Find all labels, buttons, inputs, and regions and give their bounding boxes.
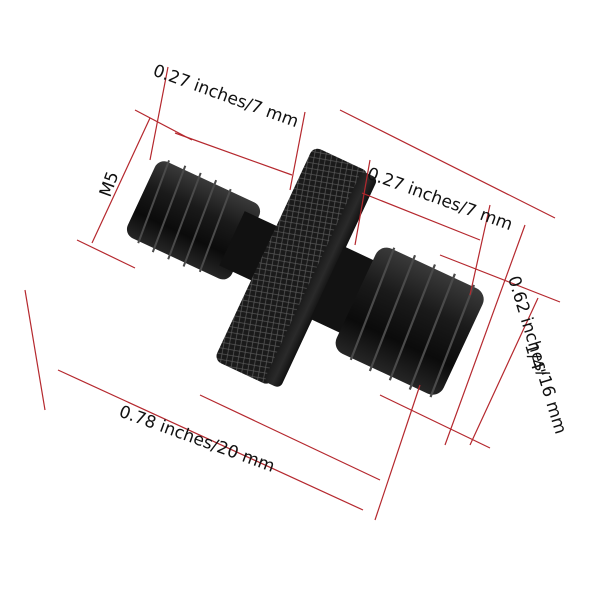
- knurled-knob: [216, 148, 377, 387]
- right-thread: [310, 246, 484, 398]
- left-thread: [126, 160, 281, 283]
- left-thread-length-label: 0.27 inches/7 mm: [150, 61, 301, 132]
- total-length-label: 0.78 inches/20 mm: [116, 402, 277, 477]
- adapter-body: [126, 148, 484, 398]
- left-thread-size-label: M5: [96, 169, 124, 200]
- dimension-lines: [24, 66, 561, 521]
